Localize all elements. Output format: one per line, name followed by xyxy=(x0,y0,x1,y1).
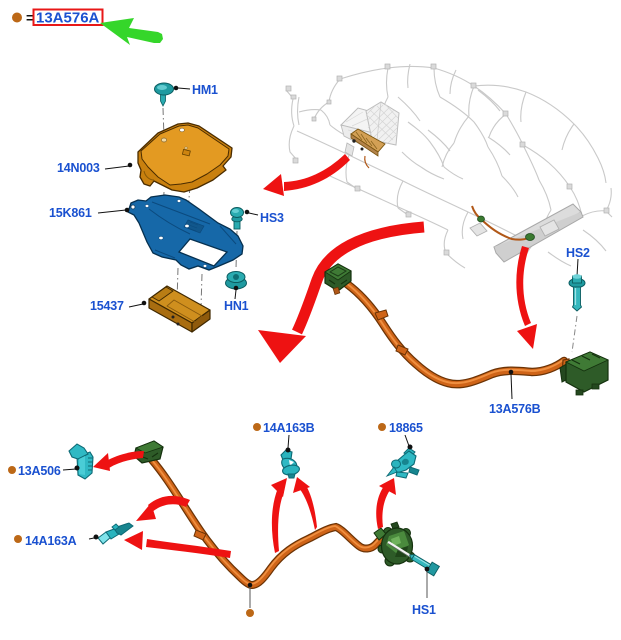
svg-text:13A576B: 13A576B xyxy=(489,402,541,416)
svg-text:13A506: 13A506 xyxy=(18,464,61,478)
svg-text:=: = xyxy=(26,10,34,26)
svg-text:HN1: HN1 xyxy=(224,299,249,313)
svg-text:HS1: HS1 xyxy=(412,603,436,617)
svg-text:HS2: HS2 xyxy=(566,246,590,260)
svg-text:18865: 18865 xyxy=(389,421,423,435)
svg-text:15K861: 15K861 xyxy=(49,206,92,220)
svg-text:14A163A: 14A163A xyxy=(25,534,77,548)
svg-text:14A163B: 14A163B xyxy=(263,421,315,435)
svg-text:HM1: HM1 xyxy=(192,83,218,97)
svg-text:15437: 15437 xyxy=(90,299,124,313)
svg-text:14N003: 14N003 xyxy=(57,161,100,175)
svg-text:13A576A: 13A576A xyxy=(36,10,100,27)
svg-text:HS3: HS3 xyxy=(260,211,284,225)
